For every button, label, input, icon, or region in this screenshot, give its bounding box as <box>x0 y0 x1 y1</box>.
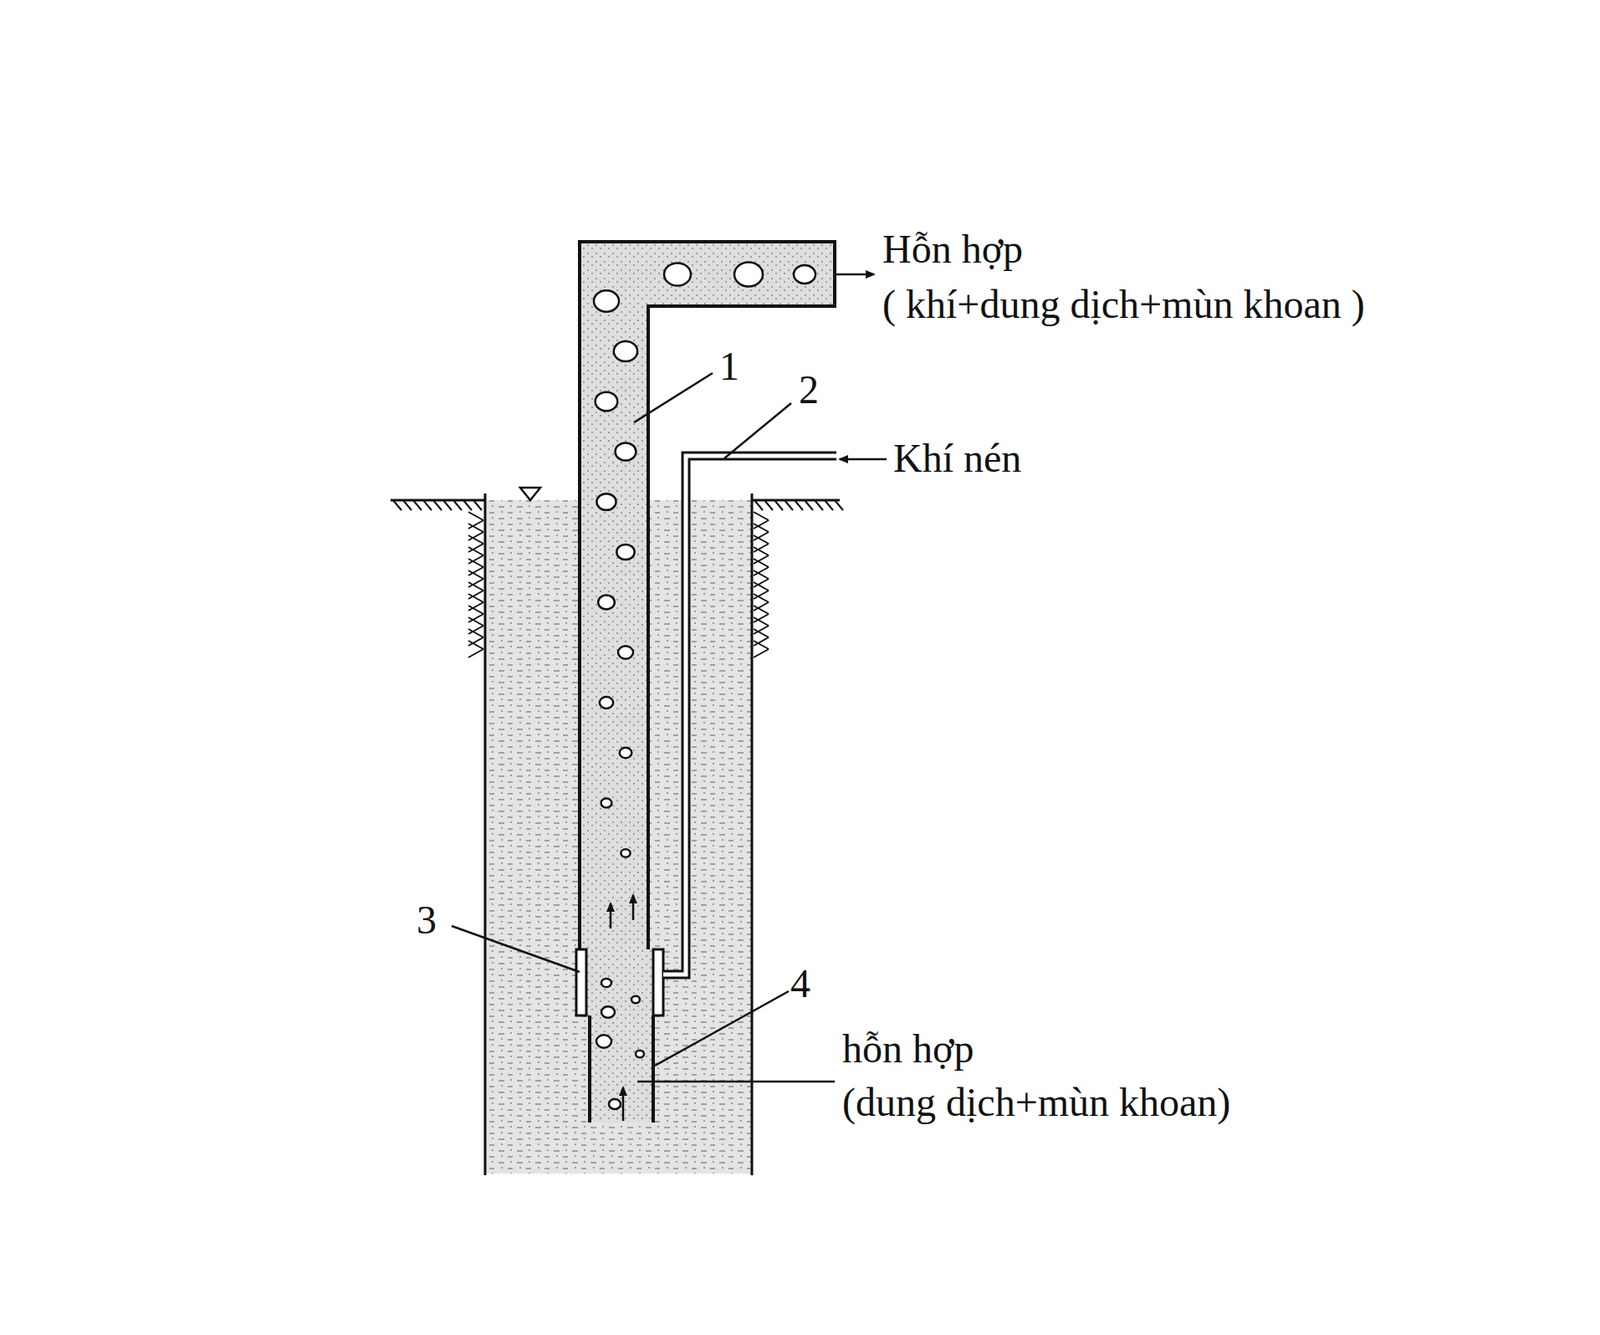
outlet-label: Hỗn hợp <box>882 227 1023 272</box>
outlet-arrow <box>834 273 875 277</box>
flow-arrows <box>610 894 634 1121</box>
mixing-chamber <box>576 949 587 1016</box>
inflow-label: hỗn hợp <box>842 1027 974 1072</box>
chamber-fill <box>579 949 654 1016</box>
callout-number: 2 <box>798 368 819 413</box>
air-bubbles <box>593 262 816 1110</box>
pipe-fill <box>579 241 835 950</box>
suction-pipe <box>651 1015 655 1123</box>
callout-number: 1 <box>719 344 740 389</box>
pipe-fill <box>589 1015 654 1123</box>
inlet-label: Khí nén <box>893 436 1022 481</box>
inflow-label: (dung dịch+mùn khoan) <box>842 1080 1231 1125</box>
air-pipe <box>663 455 837 975</box>
water-level-symbol <box>520 487 541 501</box>
suction-pipe <box>587 1015 592 1123</box>
borehole-wall <box>751 493 754 1176</box>
borehole-wall <box>484 493 487 1176</box>
outlet-label: ( khí+dung dịch+mùn khoan ) <box>882 282 1365 328</box>
mixing-chamber <box>653 949 664 1016</box>
discharge-pipe <box>579 241 835 950</box>
callout-number: 3 <box>416 898 437 943</box>
callout-number: 4 <box>790 961 811 1007</box>
leader-lines <box>451 373 835 1082</box>
air-inlet-arrow <box>839 458 887 461</box>
air-pipe-bore <box>663 455 837 975</box>
